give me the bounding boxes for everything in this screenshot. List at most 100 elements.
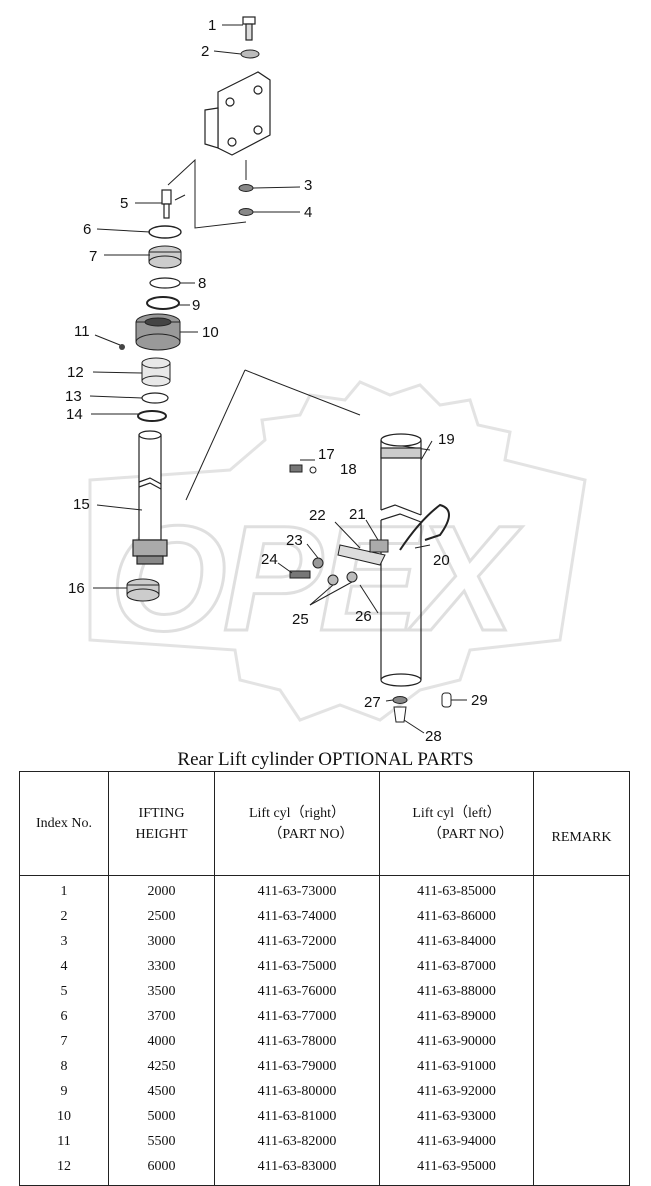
header-index: Index No. [19, 771, 109, 876]
cell-height: 3000 [108, 929, 215, 954]
header-left-line2: （PART NO） [427, 826, 514, 842]
callout-numbers: 1 2 3 4 5 6 7 8 9 10 11 12 13 14 15 16 1… [65, 17, 488, 745]
cell-right: 411-63-79000 [214, 1054, 380, 1079]
header-lift-cyl-right: Lift cyl（right） （PART NO） [214, 771, 380, 876]
callout-17: 17 [318, 446, 335, 463]
callout-4: 4 [304, 204, 312, 221]
cell-height: 2000 [108, 875, 215, 904]
cell-index: 9 [19, 1079, 109, 1104]
cell-remark [533, 1129, 630, 1154]
cell-left: 411-63-86000 [379, 904, 534, 929]
cell-remark [533, 954, 630, 979]
exploded-parts-diagram: OPEX [65, 16, 587, 745]
cell-remark [533, 979, 630, 1004]
callout-28: 28 [425, 728, 442, 745]
callout-10: 10 [202, 324, 219, 341]
cell-left: 411-63-92000 [379, 1079, 534, 1104]
part-14-ring [137, 410, 167, 422]
cell-right: 411-63-80000 [214, 1079, 380, 1104]
cell-left: 411-63-84000 [379, 929, 534, 954]
cell-right: 411-63-82000 [214, 1129, 380, 1154]
part-19-cylinder-tube [380, 433, 422, 687]
cell-index: 1 [19, 875, 109, 904]
callout-leaders [89, 24, 467, 734]
cell-remark [533, 1054, 630, 1079]
part-15-piston-rod [132, 430, 168, 565]
header-right-line1: Lift cyl（right） [248, 805, 346, 821]
part-6-ring [148, 225, 182, 239]
cell-index: 4 [19, 954, 109, 979]
callout-11: 11 [74, 323, 90, 340]
cell-index: 3 [19, 929, 109, 954]
part-23-nut [312, 557, 324, 569]
cell-height: 3700 [108, 1004, 215, 1029]
callout-8: 8 [198, 275, 206, 292]
header-lifting-height-line2: HEIGHT [135, 826, 188, 842]
cell-right: 411-63-77000 [214, 1004, 380, 1029]
part-12-sleeve [141, 357, 171, 387]
callout-25: 25 [292, 611, 309, 628]
cell-remark [533, 929, 630, 954]
callout-13: 13 [65, 388, 82, 405]
cell-height: 3300 [108, 954, 215, 979]
part-2-washer [240, 49, 260, 59]
header-left-line1: Lift cyl（left） [412, 805, 501, 821]
callout-21: 21 [349, 506, 366, 523]
callout-7: 7 [89, 248, 97, 265]
part-20-pipe [399, 503, 450, 551]
part-10-head [135, 313, 181, 351]
cell-remark [533, 1029, 630, 1054]
leader-lines [167, 158, 431, 501]
callout-19: 19 [438, 431, 455, 448]
part-25-washer-b [346, 571, 358, 583]
part-25-washer-a [327, 574, 339, 586]
callout-14: 14 [66, 406, 83, 423]
callout-9: 9 [192, 297, 200, 314]
callout-3: 3 [304, 177, 312, 194]
callout-22: 22 [309, 507, 326, 524]
part-17-plug [289, 464, 303, 473]
cell-right: 411-63-73000 [214, 875, 380, 904]
cell-right: 411-63-76000 [214, 979, 380, 1004]
part-3-washer [238, 184, 254, 192]
cell-height: 2500 [108, 904, 215, 929]
part-18-ball [309, 466, 317, 474]
part-29-pin [441, 692, 452, 708]
callout-2: 2 [201, 43, 209, 60]
cell-remark [533, 875, 630, 904]
cell-height: 3500 [108, 979, 215, 1004]
cell-left: 411-63-94000 [379, 1129, 534, 1154]
part-13-ring [141, 392, 169, 404]
part-7-bushing [148, 245, 182, 269]
header-lift-cyl-left: Lift cyl（left） （PART NO） [379, 771, 534, 876]
header-right-line2: （PART NO） [268, 826, 354, 842]
part-5-pin [161, 189, 172, 219]
cell-right: 411-63-72000 [214, 929, 380, 954]
cell-right: 411-63-81000 [214, 1104, 380, 1129]
part-16-piston [126, 578, 160, 602]
cell-left: 411-63-89000 [379, 1004, 534, 1029]
cell-right: 411-63-75000 [214, 954, 380, 979]
callout-6: 6 [83, 221, 91, 238]
cell-remark [533, 1079, 630, 1104]
callout-5: 5 [120, 195, 128, 212]
callout-12: 12 [67, 364, 84, 381]
callout-24: 24 [261, 551, 278, 568]
cell-height: 5000 [108, 1104, 215, 1129]
callout-29: 29 [471, 692, 488, 709]
callout-15: 15 [73, 496, 90, 513]
cell-left: 411-63-87000 [379, 954, 534, 979]
callout-20: 20 [433, 552, 450, 569]
table-header-row: Index No. IFTING HEIGHT Lift cyl（right） … [19, 771, 630, 876]
cell-index: 10 [19, 1104, 109, 1129]
cell-left: 411-63-88000 [379, 979, 534, 1004]
cell-remark [533, 1104, 630, 1129]
cell-remark [533, 1004, 630, 1029]
